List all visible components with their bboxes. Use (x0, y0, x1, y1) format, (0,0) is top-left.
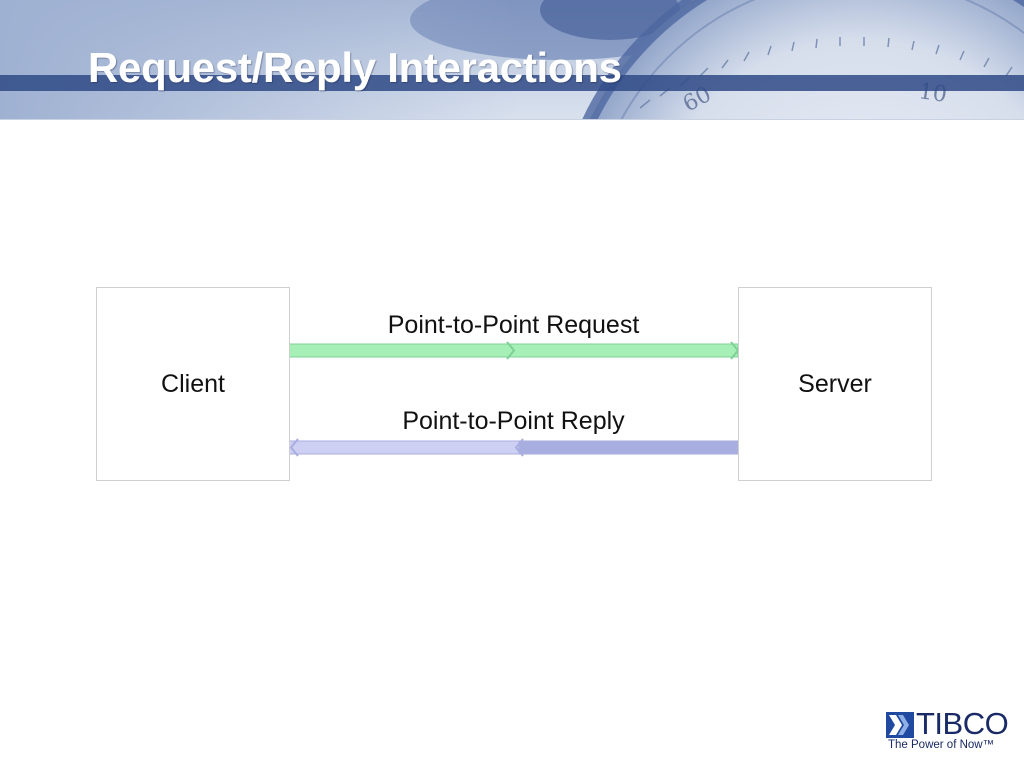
tibco-logo: TIBCO The Power of Now™ (886, 706, 1010, 754)
tibco-chevron-icon (886, 712, 914, 738)
reply-arrow-shaft-dark (518, 440, 739, 455)
client-label: Client (161, 369, 225, 398)
reply-label: Point-to-Point Reply (402, 407, 625, 435)
tibco-wordmark: TIBCO (916, 706, 1009, 741)
banner-divider (0, 119, 1024, 120)
title-bar (0, 75, 1024, 91)
client-node: Client (96, 287, 290, 481)
request-arrow (288, 341, 740, 360)
slide-title: Request/Reply Interactions (88, 44, 622, 91)
reply-arrow-head-mid (514, 438, 524, 457)
reply-arrow-head-end (289, 438, 299, 457)
reply-arrow-shaft-light (288, 440, 520, 455)
request-arrow-head-mid (506, 341, 516, 360)
header-banner: 60 10 Request/Reply Interactions (0, 0, 1024, 120)
server-label: Server (798, 369, 872, 398)
server-node: Server (738, 287, 932, 481)
request-label: Point-to-Point Request (387, 311, 640, 339)
reply-arrow (288, 438, 739, 457)
tibco-tagline: The Power of Now™ (888, 739, 995, 751)
